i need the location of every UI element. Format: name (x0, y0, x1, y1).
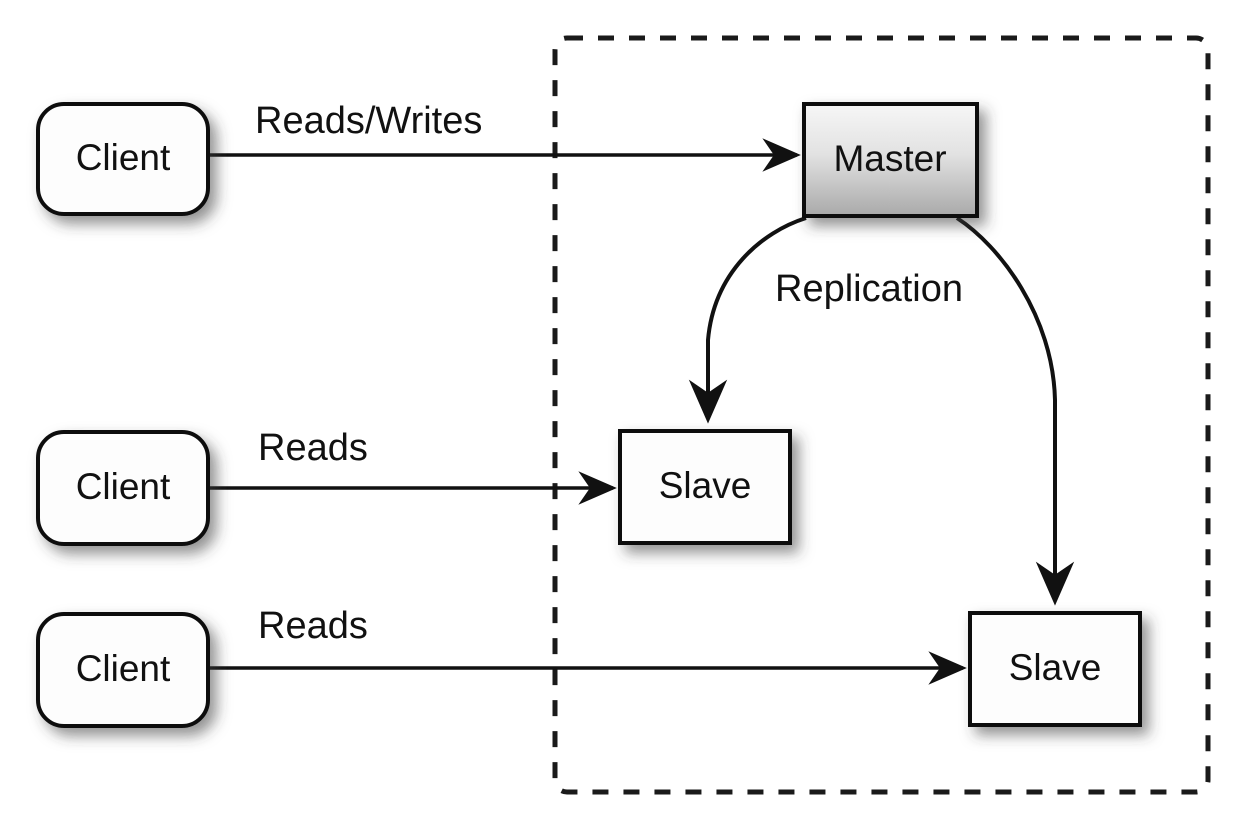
slave-bottom-label: Slave (1009, 647, 1102, 688)
node-master[interactable]: Master (802, 102, 979, 218)
edge-master-to-slave-top-replication (688, 216, 807, 424)
edge-label-reads-bottom: Reads (258, 605, 368, 647)
slave-bottom-box[interactable] (968, 611, 1142, 727)
node-slave-top[interactable]: Slave (618, 429, 792, 545)
client-bottom-box[interactable] (36, 612, 210, 728)
node-client-top[interactable]: Client (36, 102, 210, 216)
master-label: Master (833, 138, 946, 179)
node-slave-bottom[interactable]: Slave (968, 611, 1142, 727)
client-middle-box[interactable] (36, 430, 210, 546)
client-top-box[interactable] (36, 102, 210, 216)
client-middle-label: Client (76, 466, 171, 507)
edge-label-reads-writes: Reads/Writes (255, 100, 482, 142)
edge-label-replication: Replication (775, 268, 963, 310)
node-client-bottom[interactable]: Client (36, 612, 210, 728)
slave-top-box[interactable] (618, 429, 792, 545)
slave-top-label: Slave (659, 465, 752, 506)
edge-label-reads-middle: Reads (258, 427, 368, 469)
client-bottom-label: Client (76, 648, 171, 689)
database-cluster-boundary (552, 35, 1211, 795)
node-client-middle[interactable]: Client (36, 430, 210, 546)
master-box[interactable] (802, 102, 979, 218)
edge-master-to-slave-bottom-replication (955, 216, 1075, 606)
client-top-label: Client (76, 137, 171, 178)
